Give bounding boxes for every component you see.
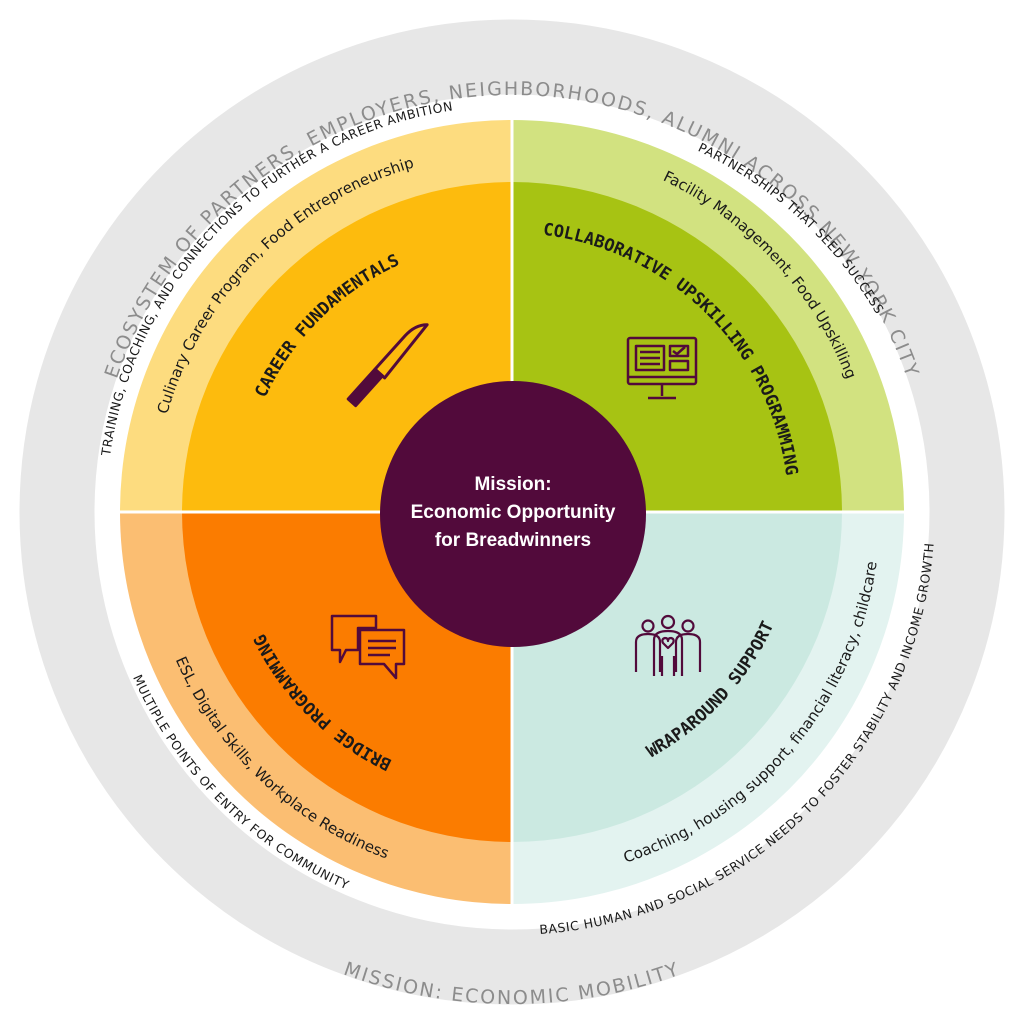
- outer-ring: [19, 19, 1005, 1005]
- people-group-icon: [634, 614, 702, 676]
- chat-bubbles-icon: [330, 614, 406, 680]
- knife-icon: [346, 323, 429, 408]
- mission-center-circle: [380, 381, 646, 647]
- center-line-2: Economic Opportunity: [411, 502, 616, 523]
- computer-monitor-icon: [626, 336, 698, 400]
- center-line-1: Mission:: [474, 474, 551, 495]
- center-line-3: for Breadwinners: [435, 530, 591, 551]
